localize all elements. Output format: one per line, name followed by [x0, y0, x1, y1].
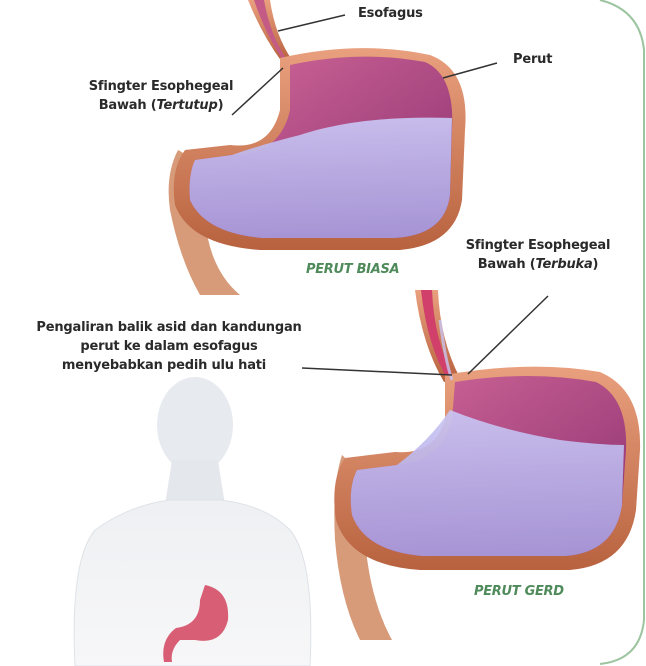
label-text: Bawah (	[477, 257, 536, 272]
human-figure	[73, 377, 312, 666]
label-reflux: Pengaliran balik asid dan kandungan peru…	[4, 318, 334, 375]
caption-normal: PERUT BIASA	[306, 262, 400, 277]
leader-lines	[231, 14, 549, 376]
label-perut: Perut	[513, 52, 553, 67]
normal-stomach	[168, 0, 466, 295]
label-sfingter-closed: Sfingter Esophegeal Bawah (Tertutup)	[72, 77, 250, 115]
label-state: Terbuka	[535, 257, 593, 272]
label-esofagus: Esofagus	[358, 6, 423, 21]
label-state: Tertutup	[156, 98, 218, 113]
label-line: perut ke dalam esofagus	[80, 339, 258, 354]
label-line: Bawah (Tertutup)	[72, 96, 250, 115]
label-text: Bawah (	[98, 98, 157, 113]
label-sfingter-open: Sfingter Esophegeal Bawah (Terbuka)	[448, 236, 628, 274]
label-line: Pengaliran balik asid dan kandungan	[36, 320, 302, 335]
label-line: Bawah (Terbuka)	[448, 255, 628, 274]
gerd-stomach	[334, 290, 641, 640]
label-line: menyebabkan pedih ulu hati	[61, 358, 267, 373]
frame-border	[599, 0, 645, 665]
label-text: )	[217, 98, 224, 113]
label-line: Sfingter Esophegeal	[465, 238, 611, 253]
label-line: Sfingter Esophegeal	[88, 79, 234, 94]
stomach-acid	[350, 410, 624, 556]
caption-gerd: PERUT GERD	[474, 584, 564, 599]
label-text: )	[592, 257, 599, 272]
stomach-acid	[189, 117, 453, 238]
body-stomach	[163, 585, 229, 662]
